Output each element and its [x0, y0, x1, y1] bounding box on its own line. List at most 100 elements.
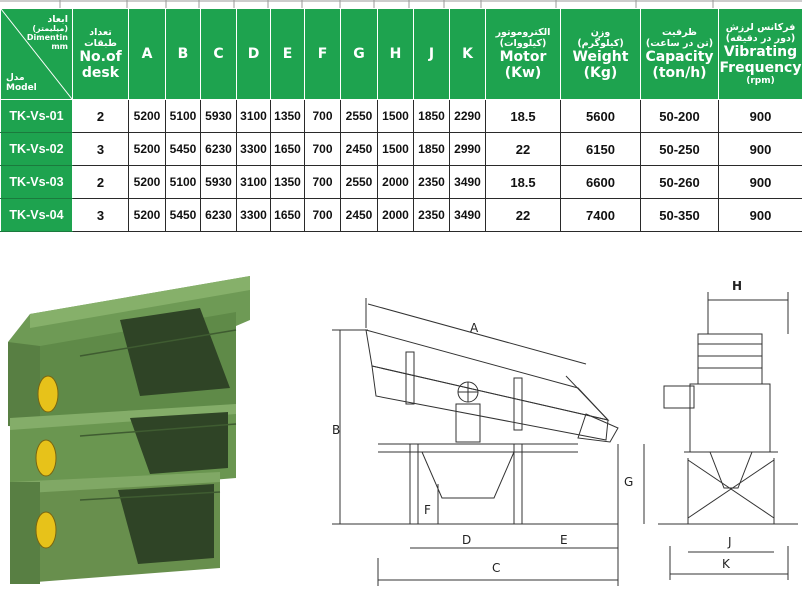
label-e: E: [560, 533, 568, 547]
dim-cell-f: 700: [304, 198, 341, 232]
dim-cell-d: 3300: [236, 132, 271, 166]
dim-cell-j: 1850: [413, 99, 450, 133]
model-en: Model: [6, 83, 37, 93]
dim-cell-a: 5200: [128, 198, 166, 232]
model-cell: TK-Vs-02: [0, 132, 73, 166]
dimension-label: ابعاد (میلیمتر) Dimentin mm: [27, 15, 68, 51]
motor-header-en: Motor: [499, 49, 547, 65]
dim-cell-c: 5930: [200, 99, 237, 133]
label-k: K: [722, 557, 731, 571]
screen-deck-3: [10, 472, 220, 584]
dim-cell-a: 5200: [128, 132, 166, 166]
weight-cell: 6600: [560, 165, 641, 199]
dimension-en: Dimentin: [26, 33, 68, 42]
weight-header-fa-unit: (کیلوگرم): [577, 38, 624, 49]
dim-cell-e: 1650: [270, 132, 305, 166]
dim-header-b: B: [165, 8, 201, 100]
corner-diagonal: [1, 9, 72, 99]
dim-cell-k: 3490: [449, 165, 486, 199]
dim-cell-c: 6230: [200, 198, 237, 232]
vibrating-screen-photo: [0, 268, 316, 589]
motor-header-unit: (Kw): [504, 65, 542, 81]
decks-cell: 3: [72, 198, 129, 232]
decks-cell: 2: [72, 165, 129, 199]
dim-cell-e: 1650: [270, 198, 305, 232]
decks-cell: 3: [72, 132, 129, 166]
dim-cell-d: 3100: [236, 99, 271, 133]
frequency-header-fa-unit: (دور در دقیقه): [725, 33, 796, 44]
dimension-fa: ابعاد: [47, 14, 68, 25]
dim-header-h: H: [377, 8, 414, 100]
motor-cell: 18.5: [485, 165, 561, 199]
dim-cell-j: 2350: [413, 198, 450, 232]
motor-header-fa-unit: (کیلووات): [499, 38, 547, 49]
model-cell: TK-Vs-01: [0, 99, 73, 133]
dim-cell-f: 700: [304, 99, 341, 133]
dim-cell-b: 5100: [165, 165, 201, 199]
dim-cell-g: 2450: [340, 198, 378, 232]
dim-cell-c: 5930: [200, 165, 237, 199]
dim-header-a: A: [128, 8, 166, 100]
model-cell: TK-Vs-03: [0, 165, 73, 199]
decks-header: تعداد طبقات No.of desk: [72, 8, 129, 100]
capacity-header: ظرفیت (تن در ساعت) Capacity (ton/h): [640, 8, 719, 100]
dim-cell-g: 2550: [340, 165, 378, 199]
dim-header-g: G: [340, 8, 378, 100]
weight-cell: 6150: [560, 132, 641, 166]
dim-cell-b: 5450: [165, 132, 201, 166]
table-row: TK-Vs-03 2 5200 5100 5930 3100 1350 700 …: [0, 165, 802, 199]
dim-cell-h: 1500: [377, 99, 414, 133]
dim-header-f: F: [304, 8, 341, 100]
dim-cell-a: 5200: [128, 165, 166, 199]
dim-cell-b: 5450: [165, 198, 201, 232]
dim-header-e: E: [270, 8, 305, 100]
corner-header: ابعاد (میلیمتر) Dimentin mm مدل Model: [0, 8, 73, 100]
screen-deck-2: [10, 404, 236, 494]
dim-cell-e: 1350: [270, 165, 305, 199]
weight-header-en: Weight: [572, 49, 629, 65]
dim-cell-c: 6230: [200, 132, 237, 166]
decks-cell: 2: [72, 99, 129, 133]
capacity-cell: 50-260: [640, 165, 719, 199]
dim-cell-a: 5200: [128, 99, 166, 133]
label-g: G: [624, 475, 633, 489]
motor-cell: 22: [485, 132, 561, 166]
frequency-header-fa: فرکانس لرزش: [725, 22, 796, 33]
frequency-header: فرکانس لرزش (دور در دقیقه) Vibrating Fre…: [718, 8, 802, 100]
weight-header-unit: (Kg): [583, 65, 618, 81]
dim-cell-j: 1850: [413, 132, 450, 166]
frequency-cell: 900: [718, 99, 802, 133]
capacity-header-fa-unit: (تن در ساعت): [645, 38, 714, 49]
model-cell: TK-Vs-04: [0, 198, 73, 232]
model-label: مدل Model: [6, 73, 37, 93]
weight-cell: 7400: [560, 198, 641, 232]
capacity-cell: 50-200: [640, 99, 719, 133]
capacity-header-unit: (ton/h): [652, 65, 707, 81]
dim-cell-h: 1500: [377, 132, 414, 166]
frequency-header-en: Vibrating Frequency: [719, 44, 802, 76]
dim-cell-k: 3490: [449, 198, 486, 232]
table-row: TK-Vs-04 3 5200 5450 6230 3300 1650 700 …: [0, 198, 802, 232]
dim-cell-g: 2450: [340, 132, 378, 166]
model-fa: مدل: [6, 73, 25, 83]
motor-header-fa: الکتروموتور: [495, 27, 551, 38]
label-j: J: [727, 535, 732, 549]
decks-header-fa: تعداد طبقات: [84, 27, 117, 49]
dim-cell-j: 2350: [413, 165, 450, 199]
motor-cell: 22: [485, 198, 561, 232]
label-c: C: [492, 561, 500, 575]
dim-header-j: J: [413, 8, 450, 100]
motor-icon: [35, 375, 59, 549]
table-row: TK-Vs-01 2 5200 5100 5930 3100 1350 700 …: [0, 99, 802, 133]
dim-cell-b: 5100: [165, 99, 201, 133]
technical-drawing: A B C D E F G H J K: [332, 279, 798, 586]
weight-header: وزن (کیلوگرم) Weight (Kg): [560, 8, 641, 100]
label-h: H: [732, 279, 742, 293]
capacity-cell: 50-350: [640, 198, 719, 232]
screen-deck-1: [8, 276, 250, 428]
spec-table: ابعاد (میلیمتر) Dimentin mm مدل Model تع…: [0, 8, 802, 232]
dimension-unit-fa: (میلیمتر): [32, 24, 68, 33]
dim-header-d: D: [236, 8, 271, 100]
weight-header-fa: وزن: [590, 27, 611, 38]
label-d: D: [462, 533, 471, 547]
